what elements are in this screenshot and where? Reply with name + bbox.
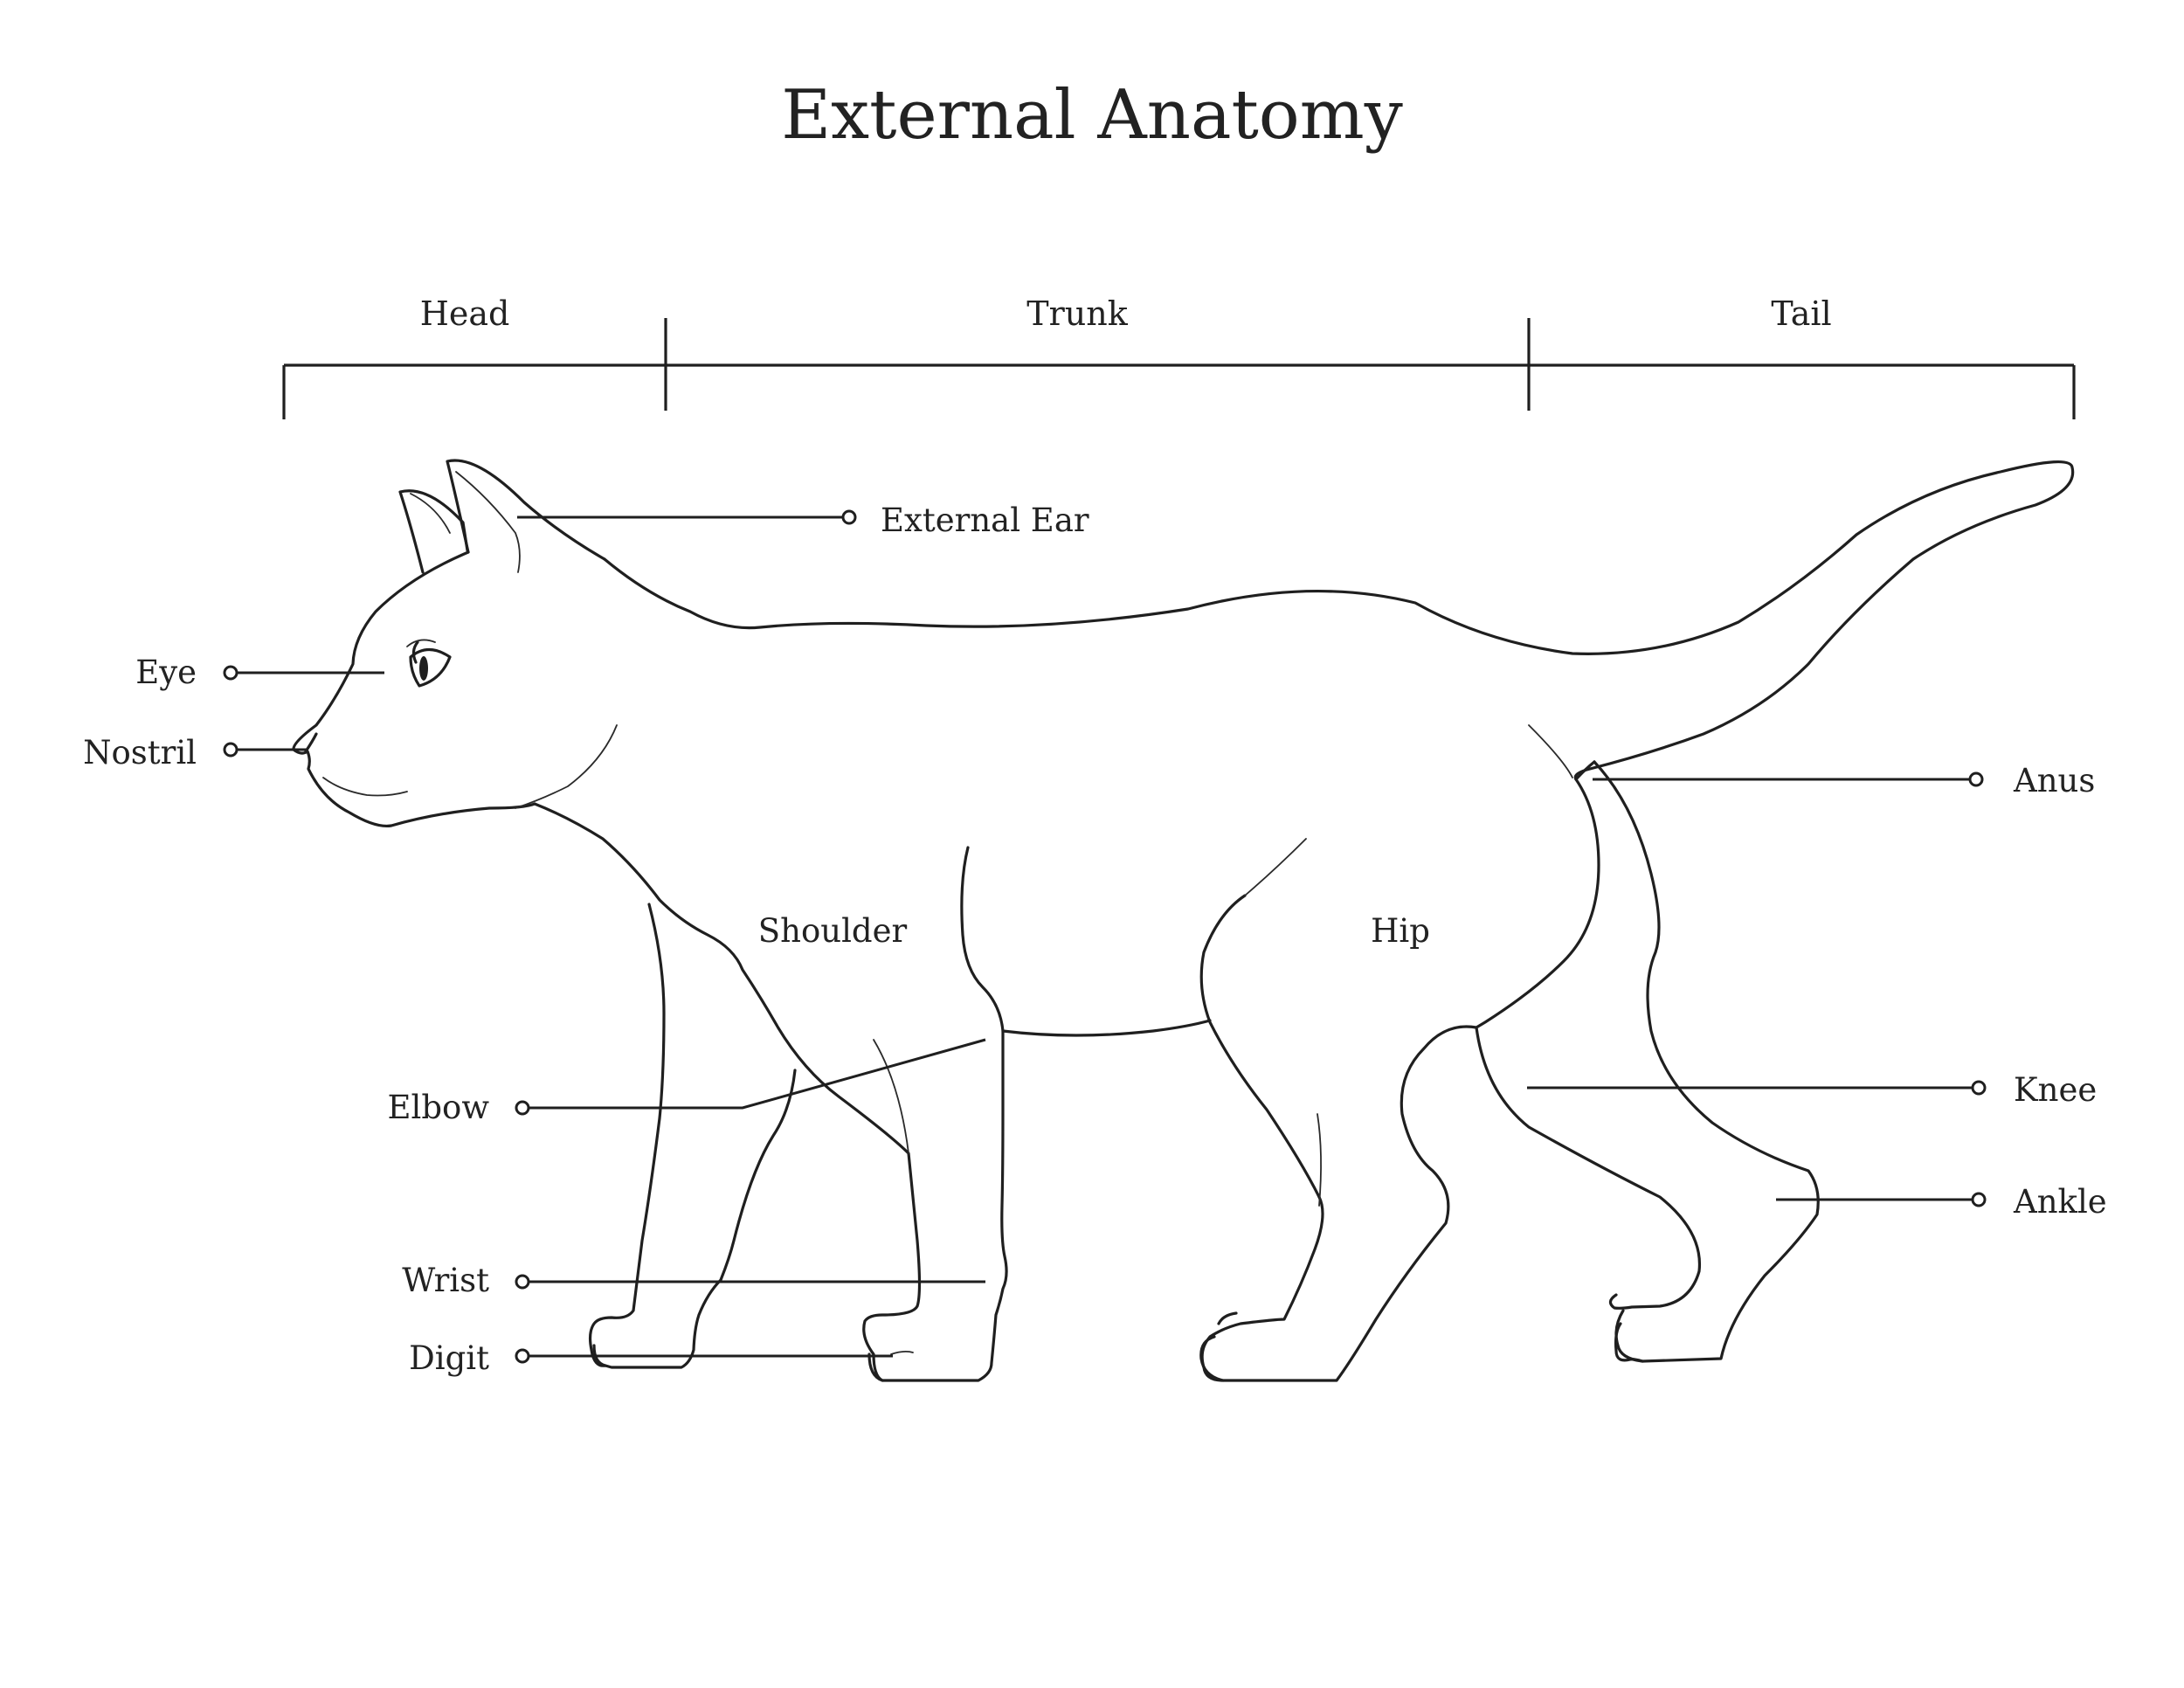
label-hip: Hip [1371,912,1430,950]
label-ankle: Ankle [2013,1183,2107,1221]
label-anus: Anus [2013,762,2095,799]
label-external-ear: External Ear [881,502,1089,539]
belly-outline [1001,1019,1212,1037]
label-knee: Knee [2014,1071,2097,1109]
leader-eye [223,665,384,681]
diagram-title: External Anatomy [781,76,1403,155]
segment-label-tail: Tail [1771,294,1831,333]
hind-leg-outline [1475,778,1702,1310]
back-outline [603,460,2075,781]
segment-label-head: Head [420,294,510,333]
label-shoulder: Shoulder [758,912,908,950]
label-wrist: Wrist [402,1262,489,1299]
front-ear [446,459,606,561]
leader-knee [1527,1080,1987,1096]
label-elbow: Elbow [388,1089,490,1126]
cat-illustration [292,459,2075,1382]
leader-ankle [1776,1192,1987,1207]
leader-wrist [515,1274,985,1290]
segment-bracket [282,318,2076,419]
label-digit: Digit [409,1339,489,1377]
label-eye: Eye [135,654,197,691]
leader-elbow [515,1038,986,1116]
leader-external-ear [517,509,857,525]
leader-anus [1593,771,1984,787]
leader-nostril [223,742,308,758]
head-outline [292,550,536,828]
eye-graphic [406,639,452,688]
segment-label-trunk: Trunk [1026,294,1128,333]
back-ear [398,489,469,574]
foreleg-outline [533,802,1008,1382]
label-nostril: Nostril [83,734,197,771]
leader-digit [515,1348,893,1364]
